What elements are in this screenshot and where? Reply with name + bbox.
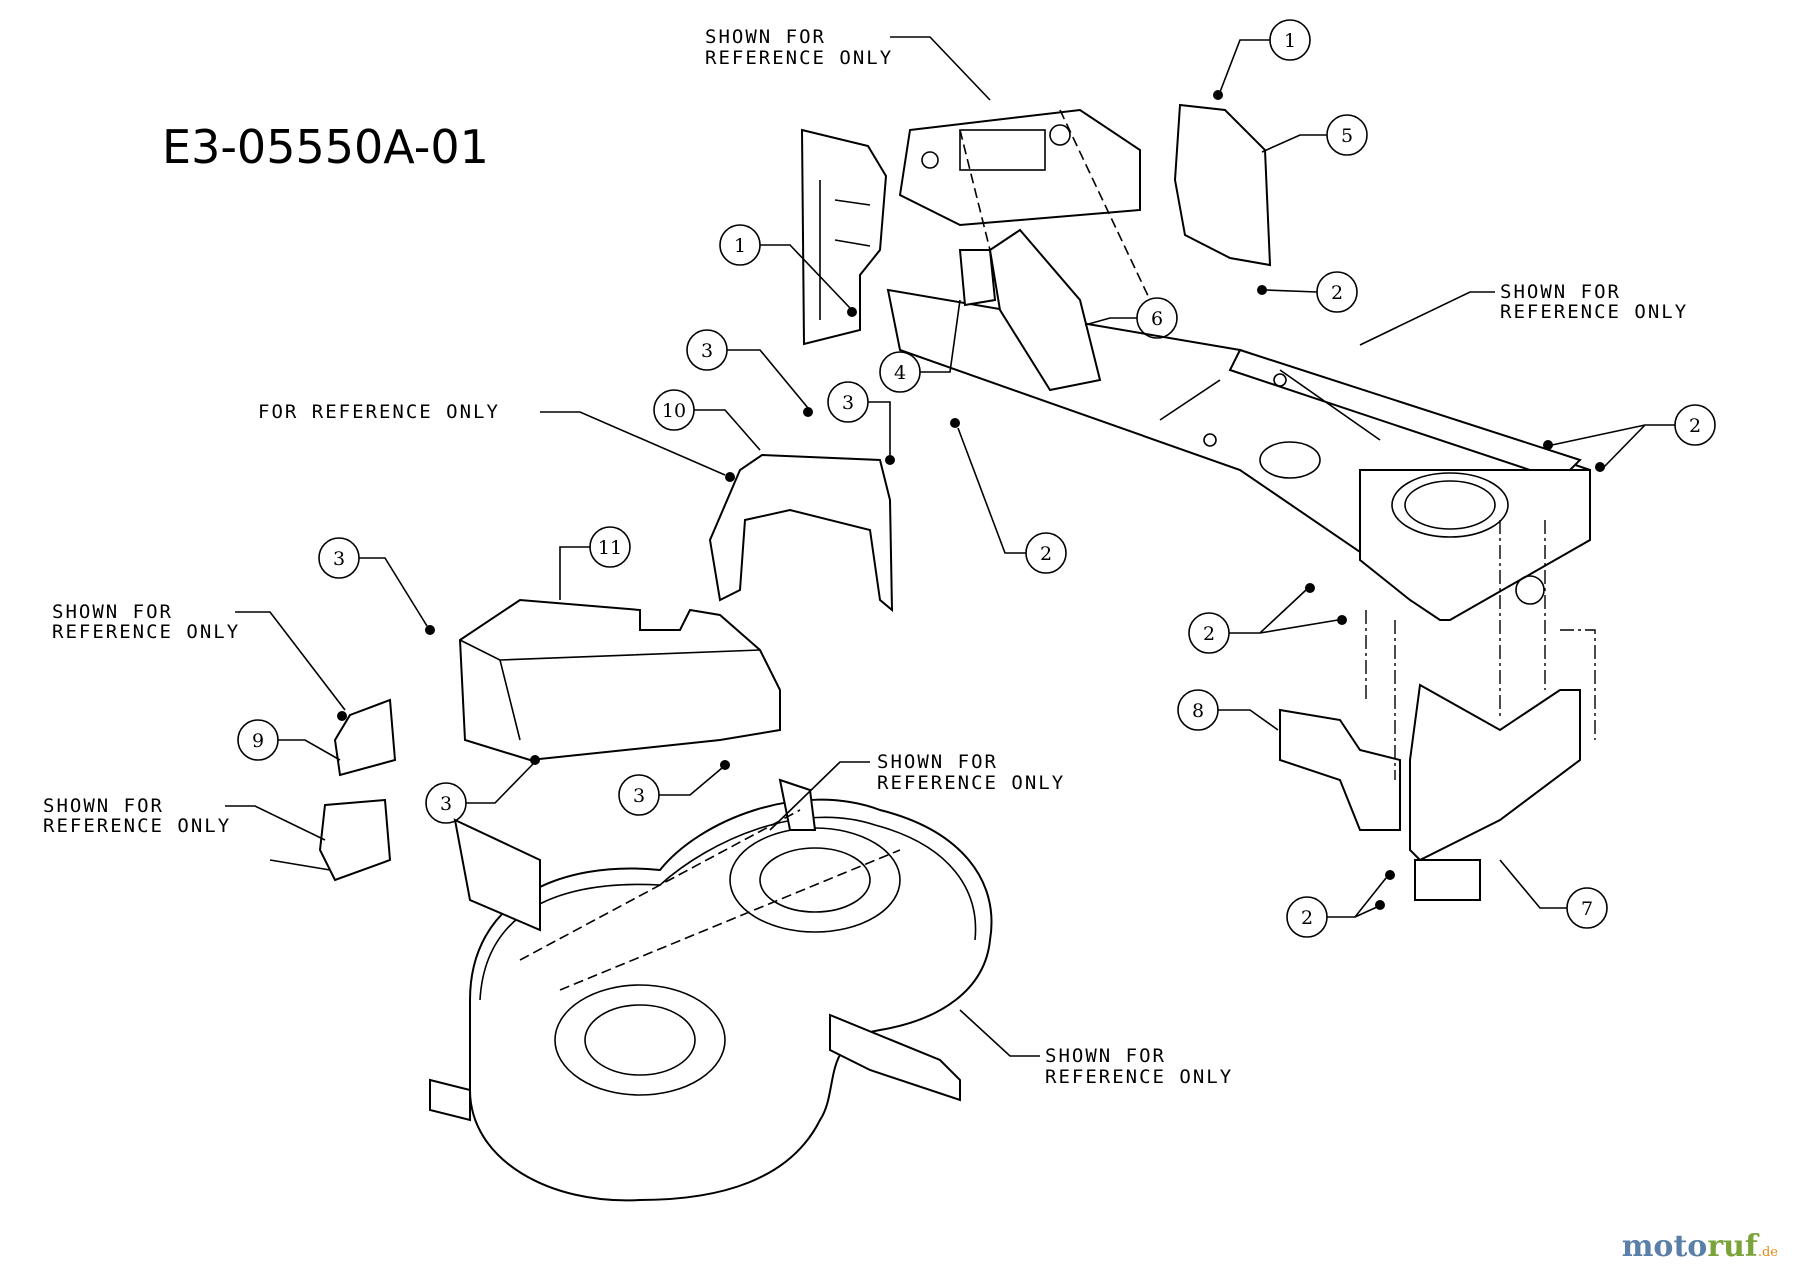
callout-10: 10 [653,389,761,451]
svg-text:11: 11 [598,537,622,559]
mower-deck [429,778,993,1202]
callout-11: 11 [559,526,631,600]
svg-text:1: 1 [734,235,746,257]
callout-9: 9 [237,719,341,761]
bolts [337,90,1605,910]
callout-3-b: 3 [827,381,891,455]
callout-1-top: 1 [1219,19,1311,93]
svg-text:2: 2 [1331,282,1343,304]
svg-text:4: 4 [894,362,906,384]
svg-text:SHOWN FOR: SHOWN FOR [877,751,998,773]
svg-text:REFERENCE ONLY: REFERENCE ONLY [705,47,893,69]
svg-text:3: 3 [333,548,345,570]
callout-3-e: 3 [618,767,723,816]
part-5-shield [1173,103,1272,267]
svg-text:1: 1 [1284,30,1296,52]
svg-text:2: 2 [1040,543,1052,565]
part-10-bracket [708,453,894,613]
svg-text:6: 6 [1151,308,1163,330]
note-shown-ref-top: SHOWN FOR REFERENCE ONLY [705,26,991,101]
part-6-panel [988,228,1102,392]
svg-text:8: 8 [1192,700,1204,722]
svg-text:2: 2 [1301,907,1313,929]
callout-2-bottom: 2 [1286,877,1387,938]
svg-text:SHOWN FOR: SHOWN FOR [1500,281,1621,303]
svg-text:SHOWN FOR: SHOWN FOR [52,601,173,623]
part-7-bracket [1409,683,1581,862]
svg-text:REFERENCE ONLY: REFERENCE ONLY [52,621,240,643]
callout-2-topright: 2 [1265,271,1358,313]
callout-2-lowright: 2 [1188,589,1339,654]
svg-text:9: 9 [252,730,264,752]
svg-text:SHOWN FOR: SHOWN FOR [43,795,164,817]
callout-5: 5 [1261,114,1368,156]
callout-4: 4 [879,299,961,393]
callout-2-mid: 2 [957,427,1067,574]
part-9-plate [333,698,397,777]
svg-text:REFERENCE ONLY: REFERENCE ONLY [877,772,1065,794]
svg-text:SHOWN FOR: SHOWN FOR [705,26,826,48]
svg-text:3: 3 [440,793,452,815]
svg-text:3: 3 [842,392,854,414]
note-shown-ref-left-lower: SHOWN FOR REFERENCE ONLY [43,795,326,841]
svg-text:REFERENCE ONLY: REFERENCE ONLY [1045,1066,1233,1088]
note-for-ref: FOR REFERENCE ONLY [258,401,726,476]
callout-1-left: 1 [719,224,851,309]
svg-text:3: 3 [701,340,713,362]
svg-text:5: 5 [1341,125,1353,147]
svg-text:10: 10 [662,400,686,422]
svg-text:SHOWN FOR: SHOWN FOR [1045,1045,1166,1067]
diagram-id: E3-05550A-01 [162,120,489,174]
svg-text:2: 2 [1203,623,1215,645]
part-11-cover [458,598,781,762]
callout-3-c: 3 [318,537,428,627]
part-8-bracket [1279,708,1401,831]
svg-text:REFERENCE ONLY: REFERENCE ONLY [43,815,231,837]
callout-6: 6 [1084,297,1178,339]
note-shown-ref-right: SHOWN FOR REFERENCE ONLY [1359,281,1688,346]
callout-2-right: 2 [1551,404,1716,468]
watermark-logo: motoruf.de [1621,1229,1778,1264]
svg-text:3: 3 [633,785,645,807]
callout-7: 7 [1499,859,1608,929]
svg-text:FOR REFERENCE ONLY: FOR REFERENCE ONLY [258,401,500,423]
callout-8: 8 [1177,689,1279,731]
svg-text:2: 2 [1689,415,1701,437]
note-shown-ref-deck-bottom: SHOWN FOR REFERENCE ONLY [959,1009,1233,1088]
note-shown-ref-left-upper: SHOWN FOR REFERENCE ONLY [52,601,346,711]
callout-3-d: 3 [425,763,534,824]
note-shown-ref-deck-top: SHOWN FOR REFERENCE ONLY [769,751,1065,831]
svg-text:7: 7 [1581,898,1593,920]
callout-3-a: 3 [686,329,809,409]
svg-text:REFERENCE ONLY: REFERENCE ONLY [1500,301,1688,323]
